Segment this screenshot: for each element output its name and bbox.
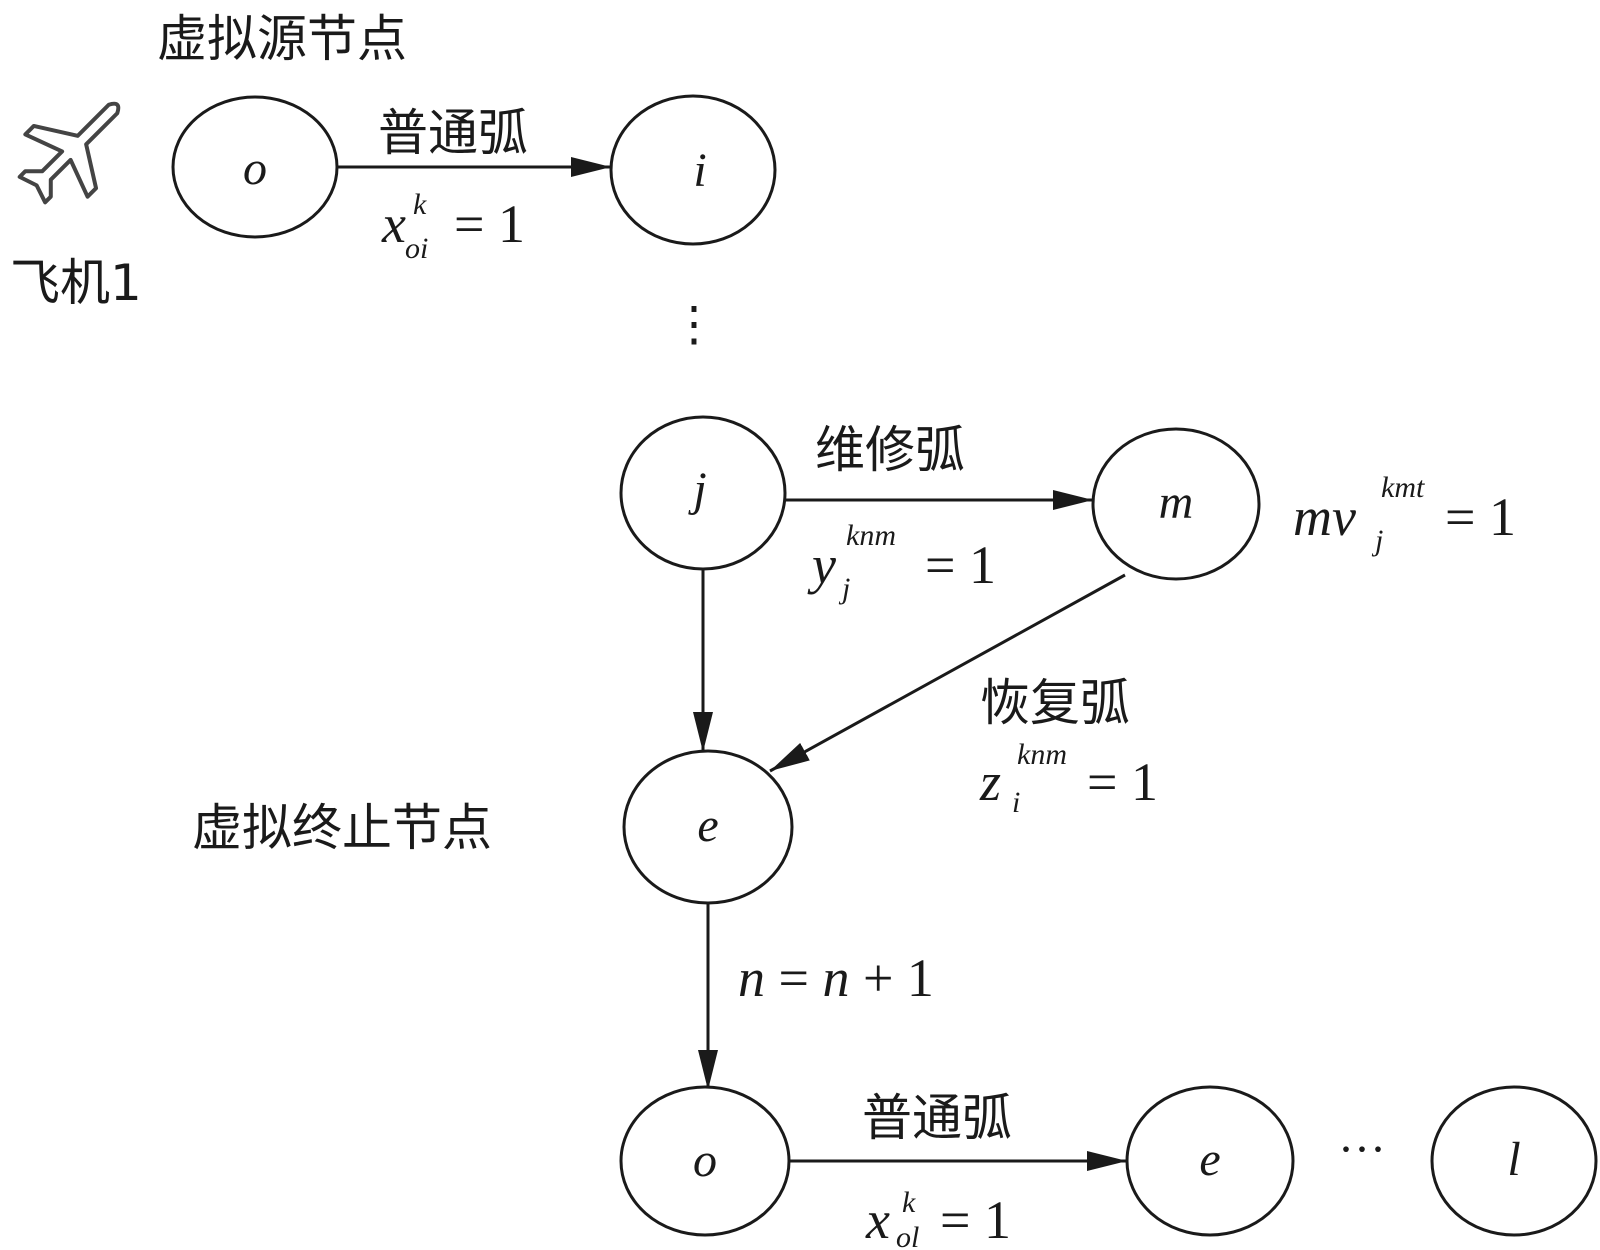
- svg-text:x: x: [865, 1190, 890, 1250]
- label-normal-arc-bottom: 普通弧: [862, 1089, 1012, 1147]
- svg-text:i: i: [693, 144, 706, 197]
- svg-text:k: k: [413, 188, 427, 221]
- formula-mv-j: mv kmt j = 1: [1293, 471, 1516, 557]
- svg-text:knm: knm: [846, 519, 896, 552]
- node-o-top: o: [171, 95, 339, 239]
- svg-text:= 1: = 1: [940, 1190, 1011, 1250]
- svg-text:m: m: [1159, 476, 1194, 529]
- node-i: i: [609, 94, 777, 246]
- formula-x-ol: x k ol = 1: [865, 1186, 1011, 1250]
- node-e-mid: e: [622, 749, 794, 905]
- svg-text:= 1: = 1: [925, 535, 996, 595]
- svg-text:j: j: [838, 572, 850, 605]
- label-aircraft: 飞机1: [10, 254, 142, 312]
- svg-text:e: e: [1199, 1133, 1220, 1186]
- label-maintenance-arc: 维修弧: [815, 421, 965, 479]
- node-e-bottom: e: [1125, 1085, 1295, 1237]
- svg-text:l: l: [1507, 1133, 1520, 1186]
- node-j: j: [619, 415, 787, 571]
- label-normal-arc-top: 普通弧: [378, 104, 528, 162]
- label-virtual-source: 虚拟源节点: [157, 10, 407, 68]
- formula-x-oi: x k oi = 1: [381, 188, 525, 265]
- airplane-icon: [17, 101, 121, 205]
- svg-text:x: x: [381, 194, 406, 254]
- svg-text:knm: knm: [1017, 738, 1067, 771]
- svg-text:= 1: = 1: [1445, 487, 1516, 547]
- node-l: l: [1430, 1085, 1598, 1237]
- svg-text:e: e: [697, 799, 718, 852]
- svg-text:= 1: = 1: [454, 194, 525, 254]
- svg-text:k: k: [902, 1186, 916, 1219]
- edge-m-to-e: [769, 573, 1126, 773]
- node-o-bottom: o: [619, 1085, 791, 1237]
- svg-text:o: o: [693, 1134, 717, 1187]
- svg-text:i: i: [1012, 786, 1020, 819]
- svg-text:n = n + 1: n = n + 1: [738, 948, 934, 1008]
- svg-text:o: o: [243, 142, 267, 195]
- vertical-ellipsis: ⋮: [670, 298, 718, 351]
- svg-text:j: j: [1371, 524, 1383, 557]
- label-virtual-terminal: 虚拟终止节点: [192, 799, 492, 857]
- svg-text:ol: ol: [896, 1221, 919, 1250]
- svg-text:z: z: [979, 752, 1001, 812]
- formula-z-i: z knm i = 1: [979, 738, 1158, 819]
- svg-text:kmt: kmt: [1381, 471, 1425, 504]
- formula-n-update: n = n + 1: [738, 948, 934, 1008]
- svg-text:oi: oi: [405, 232, 428, 265]
- label-recovery-arc: 恢复弧: [980, 674, 1130, 732]
- svg-text:y: y: [807, 535, 836, 595]
- formula-y-j: y knm j = 1: [807, 519, 996, 605]
- svg-text:mv: mv: [1293, 487, 1356, 547]
- horizontal-ellipsis: ···: [1338, 1123, 1386, 1176]
- svg-text:= 1: = 1: [1087, 752, 1158, 812]
- node-m: m: [1091, 427, 1261, 581]
